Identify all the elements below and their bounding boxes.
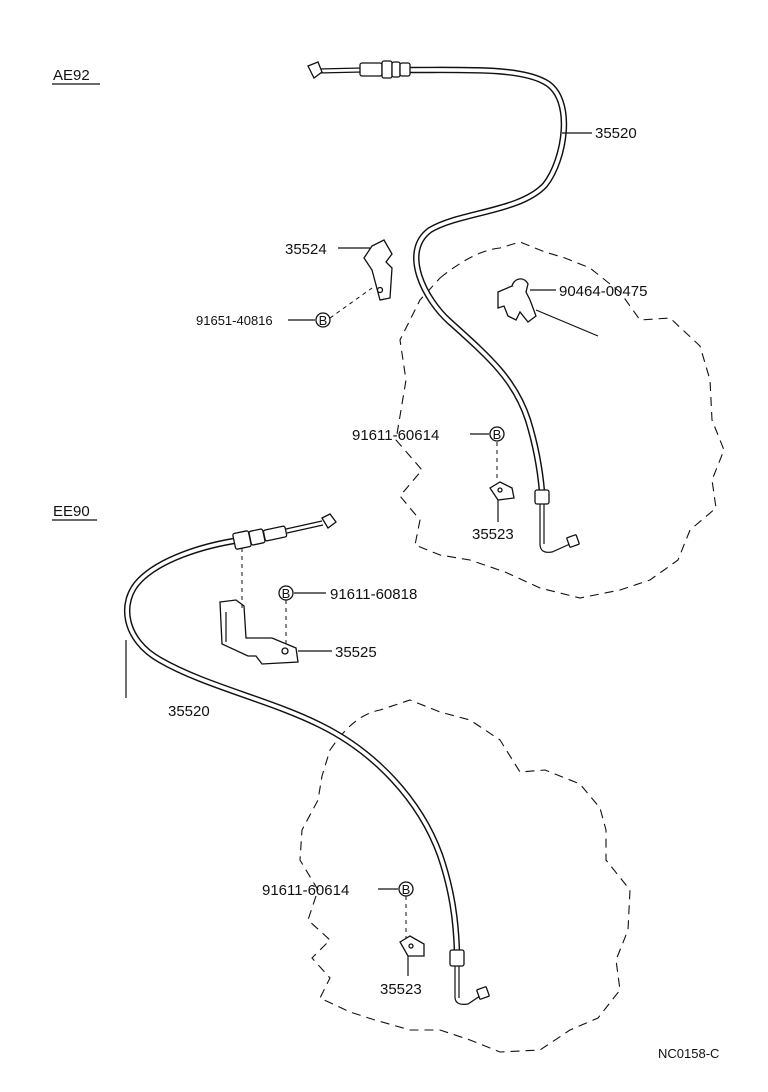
callout-ae92-clamp: 90464-00475	[559, 283, 647, 300]
ae92-bolt-marker: B	[489, 426, 505, 442]
ae92-cable-end-fitting	[307, 60, 411, 79]
callout-ee90-bolt: 91611-60614	[262, 882, 349, 899]
ee90-bracket-bolt-marker: B	[278, 585, 294, 601]
drawing-code: NC0158-C	[658, 1046, 719, 1061]
callout-ae92-cable: 35520	[595, 125, 637, 142]
ae92-plate	[489, 481, 515, 501]
svg-text:B: B	[402, 882, 411, 897]
leader-ae92-clamp	[530, 289, 599, 337]
ee90-bracket	[219, 599, 299, 665]
ae92-cable-lower-fitting	[534, 489, 580, 553]
ee90-cable-end-fitting	[232, 513, 337, 550]
ae92-bracket	[363, 239, 393, 301]
ae92-clamp	[497, 278, 537, 323]
ae92-cable-inner	[408, 68, 566, 494]
callout-ae92-plate: 35523	[472, 526, 514, 543]
callout-ee90-cable: 35520	[168, 703, 210, 720]
ee90-section: EE90	[52, 503, 631, 1053]
ae92-section-label: AE92	[53, 67, 90, 84]
svg-text:B: B	[319, 313, 328, 328]
callout-ae92-bracket: 35524	[285, 241, 327, 258]
ae92-section: AE92	[52, 60, 725, 599]
callout-ee90-bracket: 35525	[335, 644, 377, 661]
svg-text:B: B	[493, 427, 502, 442]
ae92-transmission-outline	[395, 241, 725, 599]
ee90-plate	[399, 935, 425, 957]
callout-ae92-bracket-bolt: 91651-40816	[196, 313, 273, 328]
svg-text:B: B	[282, 586, 291, 601]
ee90-cable-inner	[125, 538, 459, 954]
ee90-cable-lower-fitting	[449, 949, 490, 1005]
callout-ae92-bolt: 91611-60614	[352, 427, 439, 444]
ee90-bolt-marker: B	[398, 881, 414, 897]
ee90-transmission-outline	[299, 699, 631, 1053]
ae92-bracket-bolt-marker: B	[315, 312, 331, 328]
callout-ee90-bracket-bolt: 91611-60818	[330, 586, 417, 603]
ae92-bracket-bolt-guide	[329, 287, 373, 319]
ee90-section-label: EE90	[53, 503, 90, 520]
callout-ee90-plate: 35523	[380, 981, 422, 998]
